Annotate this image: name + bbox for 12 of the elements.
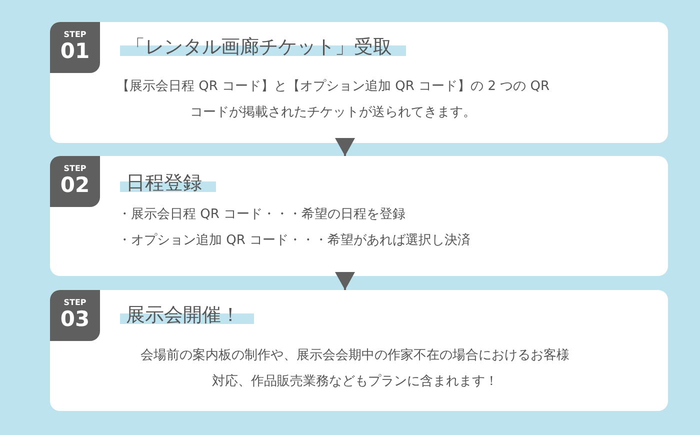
arrow bbox=[335, 272, 355, 290]
step-description: ・展示会日程 QR コード・・・希望の日程を登録 bbox=[118, 206, 407, 224]
step-badge: STEP 01 bbox=[50, 22, 100, 73]
step-badge: STEP 03 bbox=[50, 290, 100, 341]
step-card bbox=[50, 290, 668, 411]
step-card bbox=[50, 22, 668, 143]
step-badge: STEP 02 bbox=[50, 156, 100, 207]
step-description: ・オプション追加 QR コード・・・希望があれば選択し決済 bbox=[118, 232, 472, 250]
arrow bbox=[335, 138, 355, 156]
step-card bbox=[50, 156, 668, 276]
step-description: 【展示会日程 QR コード】と【オプション追加 QR コード】の 2 つの QR コードが掲載されたチケットが送られてきます。 bbox=[116, 78, 550, 122]
step-description: 会場前の案内板の制作や、展示会会期中の作家不在の場合におけるお客様対応、作品販売業務などもプランに含まれます！ bbox=[140, 347, 570, 391]
